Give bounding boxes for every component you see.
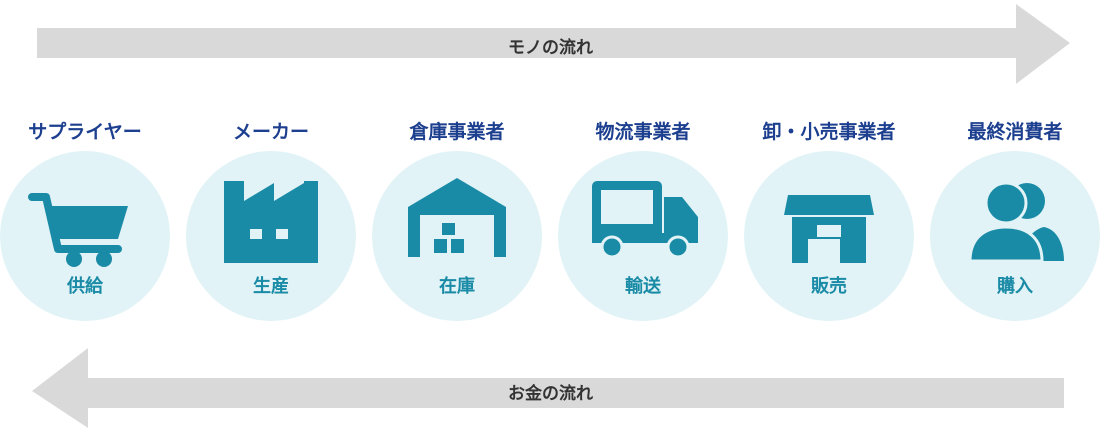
stage-circle-sales: 販売 [744, 151, 914, 321]
truck-icon [592, 181, 698, 259]
actor-label-warehouse-operator: 倉庫事業者 [409, 121, 505, 143]
activity-label-sales: 販売 [811, 276, 847, 297]
actor-label-logistics-operator: 物流事業者 [595, 121, 691, 143]
activity-label-transport: 輸送 [625, 276, 661, 297]
actor-label-end-consumer: 最終消費者 [967, 121, 1063, 143]
shopping-cart-icon [28, 193, 128, 267]
money-flow-arrow [32, 348, 1064, 428]
stage-circle-transport: 輸送 [558, 151, 728, 321]
factory-icon [224, 181, 318, 263]
stage-circle-purchase: 購入 [930, 151, 1100, 321]
goods-flow-label: モノの流れ [508, 38, 593, 58]
actor-label-supplier: サプライヤー [28, 121, 142, 143]
activity-label-supply: 供給 [67, 276, 103, 297]
activity-label-production: 生産 [253, 276, 289, 297]
actor-label-manufacturer: メーカー [232, 121, 309, 143]
goods-flow-arrow [37, 4, 1070, 84]
consumers-icon [968, 181, 1064, 263]
money-flow-label: お金の流れ [508, 384, 593, 404]
stage-circle-production: 生産 [186, 151, 356, 321]
stage-circle-supply: 供給 [0, 151, 170, 321]
activity-label-inventory: 在庫 [439, 276, 475, 297]
store-icon [784, 195, 874, 263]
warehouse-icon [408, 178, 506, 257]
activity-label-purchase: 購入 [997, 276, 1033, 297]
stage-circle-inventory: 在庫 [372, 151, 542, 321]
actor-label-wholesale-retail: 卸・小売事業者 [762, 121, 896, 143]
